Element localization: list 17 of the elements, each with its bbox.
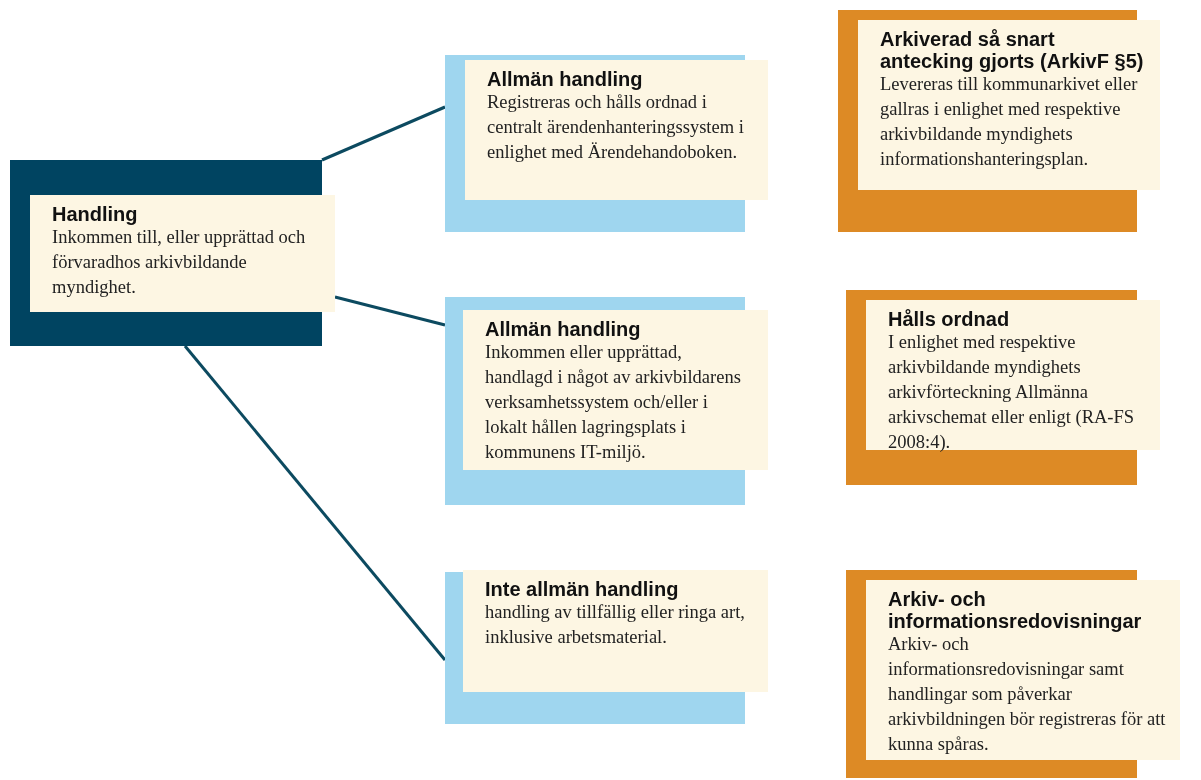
card-heading: Arkiv- och informationsredovisningar xyxy=(888,588,1143,632)
card-heading: Allmän handling xyxy=(485,318,642,340)
card-text: I enlighet med respektive arkivbildande myndighets arkivförteckning Allmänna arkivschemat eller enligt (RA-FS 2008:4). xyxy=(888,331,1136,454)
card-text: Levereras till kommunarkivet eller gallras i enlighet med respektive arkivbildande myndighets informationshanteringsplan. xyxy=(880,73,1139,171)
connector-line xyxy=(334,295,446,327)
card-text: handling av tillfällig eller ringa art, inklusive arbetsmaterial. xyxy=(485,601,746,649)
card-heading: Hålls ordnad xyxy=(888,308,1011,330)
card-heading: Arkiverad så snart antecking gjorts (ArkivF §5) xyxy=(880,28,1145,72)
card-text: Registreras och hålls ordnad i centralt ärendenhanteringssystem i enlighet med Ärendehandoboken. xyxy=(487,91,745,164)
card-text: Inkommen eller upprättad, handlagd i något av arkivbildarens verksamhetssystem och/eller i lokalt hållen lagringsplats i kommunens IT-miljö. xyxy=(485,341,742,464)
connector-line xyxy=(321,105,446,162)
card-heading: Handling xyxy=(52,203,139,225)
card-text: Inkommen till, eller upprättad och förvaradhos arkivbildande myndighet. xyxy=(52,226,307,299)
card-heading: Allmän handling xyxy=(487,68,644,90)
card-heading: Inte allmän handling xyxy=(485,578,680,600)
connector-line xyxy=(183,345,447,661)
card-text: Arkiv- och informationsredovisningar samt handlingar som påverkar arkivbildningen bör registreras för att kunna spåras. xyxy=(888,633,1166,756)
